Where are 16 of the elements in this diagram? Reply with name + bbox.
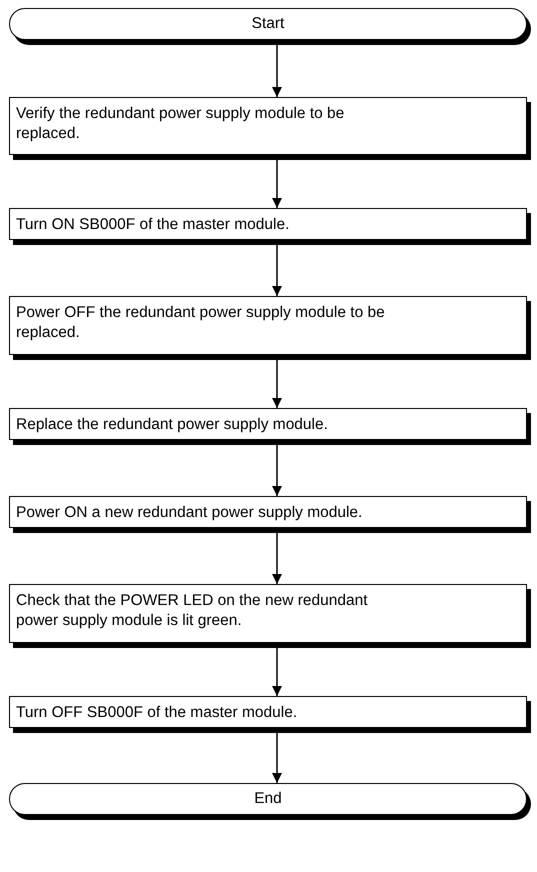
step-text: Replace the redundant power supply module. — [16, 415, 328, 435]
step-text: End — [254, 789, 282, 809]
step-text: Verify the redundant power supply module to be replaced. — [16, 104, 346, 144]
step-text: Power ON a new redundant power supply module. — [16, 503, 362, 523]
arrow — [272, 160, 282, 208]
step-text: Turn ON SB000F of the master module. — [16, 215, 290, 235]
arrow — [272, 533, 282, 584]
arrow — [272, 648, 282, 696]
step-text: Start — [252, 14, 284, 34]
arrow — [272, 245, 282, 296]
arrow — [272, 360, 282, 408]
arrow — [272, 445, 282, 496]
step-text: Turn OFF SB000F of the master module. — [16, 703, 298, 723]
arrow — [272, 733, 282, 783]
step-text: Power OFF the redundant power supply module to be replaced. — [16, 303, 386, 343]
step-text: Check that the POWER LED on the new redundant power supply module is lit green. — [16, 591, 369, 631]
